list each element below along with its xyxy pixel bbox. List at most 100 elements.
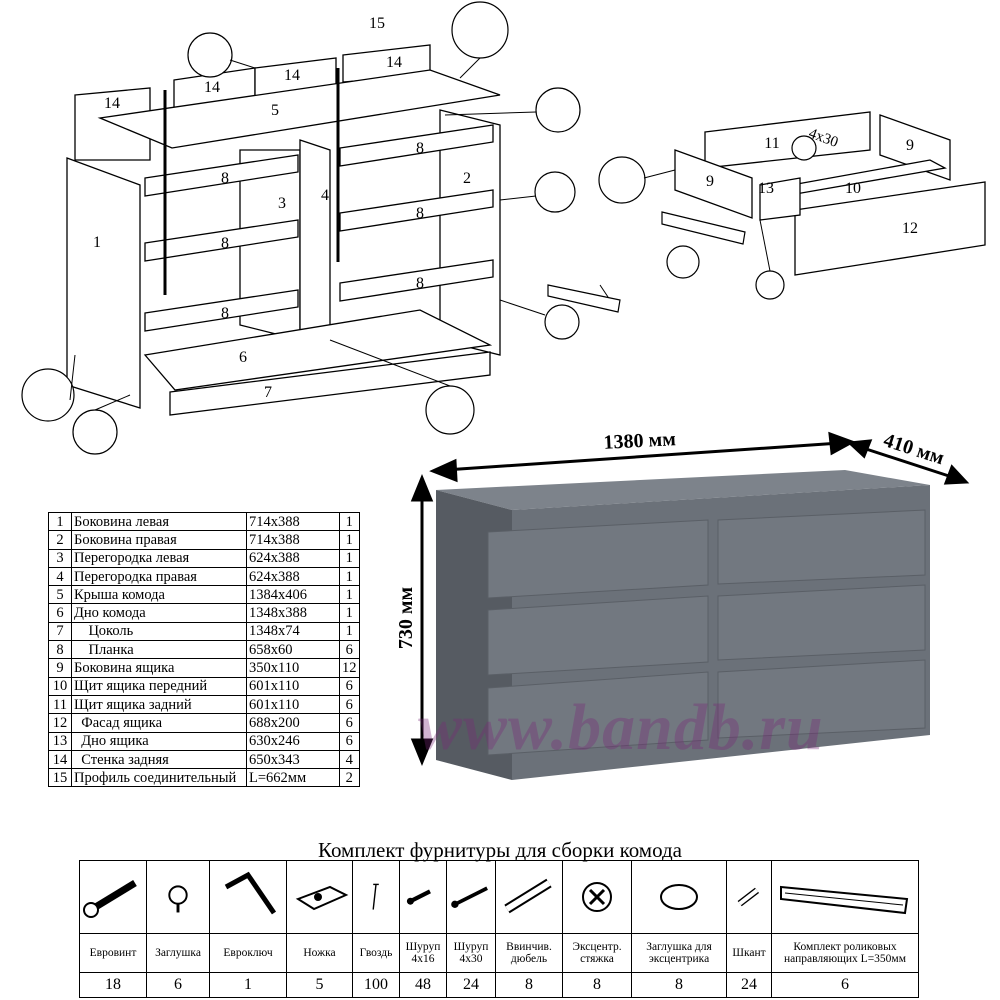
svg-text:8: 8: [416, 140, 424, 157]
back-panel-14-left: [74, 87, 151, 161]
part-name: Фасад ящика: [71, 713, 247, 733]
hex-key-icon: [209, 860, 287, 934]
foot-icon: [286, 860, 353, 934]
part-n: 12: [48, 713, 72, 733]
width-dimension: 1380 мм: [603, 428, 676, 454]
hardware-label: Евроключ: [209, 933, 287, 973]
part-name: Перегородка правая: [71, 566, 247, 587]
svg-text:9: 9: [706, 173, 714, 190]
part-qty: 6: [339, 694, 360, 715]
part-n: 2: [48, 530, 72, 550]
part-name: Цоколь: [71, 621, 247, 642]
part-qty: 1: [339, 585, 360, 605]
part-n: 3: [48, 548, 72, 568]
part-size: 601x110: [246, 694, 340, 715]
cap-icon: [146, 860, 210, 934]
part-size: 350x110: [246, 658, 340, 678]
hardware-label: Заглушка: [146, 933, 210, 973]
part-n: 14: [48, 749, 72, 770]
part-n: 8: [48, 640, 72, 660]
part-qty: 1: [339, 530, 360, 550]
part-size: 688x200: [246, 713, 340, 733]
part-name: Боковина левая: [71, 511, 247, 532]
label-7: 7: [264, 384, 272, 401]
hardware-label: Ножка: [286, 933, 353, 973]
part-name: Планка: [71, 640, 247, 660]
svg-text:11: 11: [764, 135, 779, 152]
label-4: 4: [321, 187, 329, 204]
hardware-qty: 24: [726, 972, 772, 998]
hardware-qty: 1: [209, 972, 287, 998]
label-3: 3: [278, 195, 286, 212]
part-name: Крыша комода: [71, 585, 247, 605]
drawer-bottom-13: [759, 177, 801, 221]
part-n: 9: [48, 658, 72, 678]
label-5: 5: [271, 102, 279, 119]
hardware-qty: 8: [562, 972, 632, 998]
part-n: 5: [48, 585, 72, 605]
part-name: Перегородка левая: [71, 548, 247, 568]
part-name: Щит ящика задний: [71, 694, 247, 715]
plinth-7: [169, 351, 491, 416]
hardware-label: Эксцентр. стяжка: [562, 933, 632, 973]
part-size: 624x388: [246, 548, 340, 568]
drawer-side-9-left: [674, 149, 753, 219]
svg-text:8: 8: [221, 235, 229, 252]
part-size: 630x246: [246, 731, 340, 751]
nail-icon: [352, 860, 400, 934]
hardware-label: Шкант: [726, 933, 772, 973]
part-qty: 6: [339, 731, 360, 751]
cam-cap-icon: [631, 860, 727, 934]
hardware-qty: 8: [495, 972, 563, 998]
part-name: Стенка задняя: [71, 749, 247, 770]
part-name: Профиль соединительный: [71, 768, 247, 788]
hardware-qty: 6: [771, 972, 919, 998]
part-n: 15: [48, 768, 72, 788]
part-qty: 6: [339, 676, 360, 696]
part-qty: 4: [339, 749, 360, 770]
part-qty: 1: [339, 511, 360, 532]
label-6: 6: [239, 349, 247, 366]
svg-text:14: 14: [104, 95, 120, 112]
part-n: 6: [48, 603, 72, 623]
rail-icon: [771, 860, 919, 934]
svg-text:8: 8: [221, 170, 229, 187]
long-screw-icon: [446, 860, 496, 934]
part-name: Дно ящика: [71, 731, 247, 751]
svg-text:13: 13: [758, 180, 774, 197]
svg-text:14: 14: [284, 67, 300, 84]
drawer-back-11: [704, 111, 871, 169]
cam-lock-icon: [562, 860, 632, 934]
hardware-qty: 24: [446, 972, 496, 998]
label-15: 15: [369, 15, 385, 32]
partition-4: [299, 139, 331, 351]
hardware-label: Комплект роликовых направляющих L=350мм: [771, 933, 919, 973]
eurovint-icon: [79, 860, 147, 934]
part-size: L=662мм: [246, 768, 340, 788]
hardware-qty: 100: [352, 972, 400, 998]
part-size: 1384x406: [246, 585, 340, 605]
svg-text:10: 10: [845, 180, 861, 197]
part-size: 601x110: [246, 676, 340, 696]
part-n: 7: [48, 621, 72, 642]
svg-text:8: 8: [416, 275, 424, 292]
dresser-illustration: 1380 мм 410 мм 730 мм: [395, 428, 970, 780]
drawer-facade-12: [794, 181, 986, 276]
part-size: 714x388: [246, 511, 340, 532]
height-dimension: 730 мм: [395, 587, 417, 649]
label-14-right: 14: [386, 54, 402, 71]
wood-dowel-icon: [726, 860, 772, 934]
bottom-panel-6: [143, 309, 493, 391]
hardware-label: Шуруп 4х16: [399, 933, 447, 973]
part-n: 11: [48, 694, 72, 715]
